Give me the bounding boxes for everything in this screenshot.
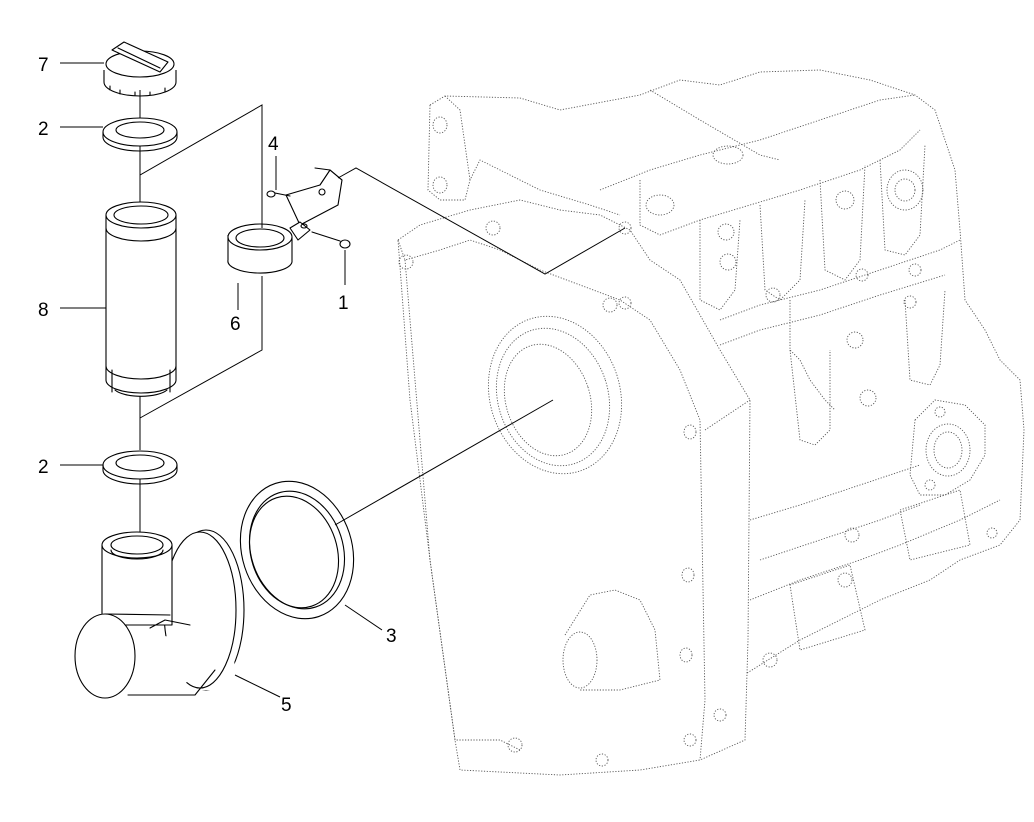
part-7-filler-cap [103, 41, 177, 97]
part-3-seal-ring [239, 480, 355, 620]
callout-3: 3 [386, 626, 397, 647]
callout-4: 4 [268, 134, 279, 155]
part-5-elbow-flange [74, 529, 245, 699]
assembly-lines [60, 62, 626, 698]
callout-5: 5 [281, 695, 292, 716]
callout-1: 1 [338, 293, 349, 314]
part-4-bolt [266, 190, 291, 198]
callout-2-lower: 2 [38, 457, 49, 478]
callout-2-upper: 2 [38, 119, 49, 140]
callout-7: 7 [38, 55, 49, 76]
part-1-bolt [311, 231, 351, 249]
part-2-upper-washer [102, 117, 178, 152]
callout-6: 6 [230, 314, 241, 335]
part-6-clamp-bracket [227, 167, 343, 274]
callout-labels: 7 2 8 2 4 1 6 3 5 [38, 55, 397, 716]
part-8-tube [105, 201, 177, 397]
engine-block [397, 69, 1025, 776]
callout-8: 8 [38, 300, 49, 321]
